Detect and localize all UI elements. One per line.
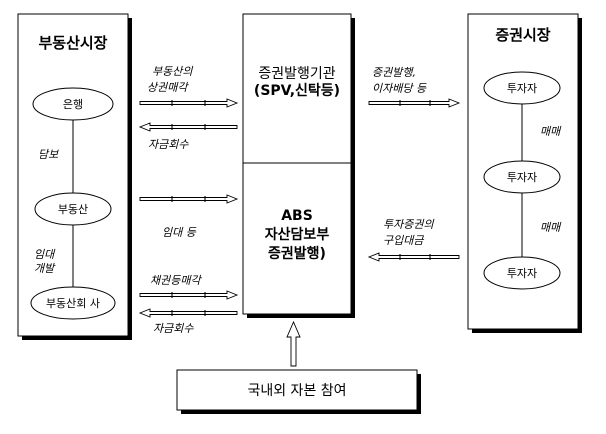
real-estate-market-title: 부동산시장 <box>38 34 107 52</box>
bank-node <box>32 87 114 121</box>
spv-panel: 증권발행기관 (SPV,신탁등) ABS 자산담보부 증권발행) <box>242 13 355 318</box>
capital-participation-box: 국내외 자본 참여 <box>176 369 421 414</box>
investor-label-3: 투자자 <box>507 267 537 280</box>
lease-dev-label-2: 개발 <box>34 262 56 275</box>
collateral-label: 담보 <box>38 148 59 161</box>
trade-label-1: 매매 <box>540 125 562 138</box>
investor-node-1 <box>483 71 561 105</box>
arrow-fund-recovery-2 <box>138 308 238 318</box>
spv-title-1: 증권발행기관 <box>258 66 335 82</box>
arrow-lease <box>139 194 239 204</box>
lease-dev-label-1: 임대 <box>34 248 56 261</box>
investor-node-2 <box>483 160 561 194</box>
investor-node-3 <box>483 256 561 290</box>
bank-label: 은행 <box>63 98 83 111</box>
developer-label: 부동산회 사 <box>46 297 100 310</box>
flow-label-property-sale-2: 상권매각 <box>147 81 189 94</box>
arrow-claim-sale <box>139 290 239 300</box>
flow-label-claim-sale: 채권등매각 <box>150 274 202 287</box>
abs-issuance: 증권발행) <box>268 245 326 262</box>
flow-label-purchase-1: 투자증권의 <box>383 218 434 231</box>
property-node <box>34 192 112 226</box>
arrow-capital-inflow <box>286 320 301 367</box>
arrow-purchase-payment <box>367 252 460 262</box>
abs-subtitle: 자산담보부 <box>265 226 330 243</box>
trade-label-2: 매매 <box>540 221 562 234</box>
securities-market-title: 증권시장 <box>495 26 550 44</box>
property-label: 부동산 <box>58 203 88 216</box>
real-estate-market-panel: 부동산시장 은행 부동산 부동산회 사 담보 임대 개발 <box>17 13 132 340</box>
abs-label: ABS <box>281 208 313 224</box>
spv-title-2: (SPV,신탁등) <box>254 82 340 99</box>
developer-node <box>30 286 116 320</box>
flow-label-issue-interest-2: 이자배당 등 <box>372 82 427 95</box>
investor-label-1: 투자자 <box>507 82 537 95</box>
flow-label-fund-recovery-1: 자금회수 <box>148 138 189 151</box>
securities-market-panel: 증권시장 투자자 투자자 투자자 매매 매매 <box>467 13 582 333</box>
arrow-issue-interest <box>368 98 461 108</box>
capital-participation-label: 국내외 자본 참여 <box>247 383 346 399</box>
flow-label-property-sale-1: 부동산의 <box>152 65 193 78</box>
investor-label-2: 투자자 <box>507 171 537 184</box>
flow-label-purchase-2: 구입대금 <box>383 234 424 247</box>
flow-label-fund-recovery-2: 자금회수 <box>153 322 194 335</box>
flow-label-lease: 임대 등 <box>162 226 197 239</box>
arrow-fund-recovery-1 <box>138 122 238 132</box>
flow-label-issue-interest-1: 증권발행, <box>372 66 416 79</box>
arrow-property-sale <box>139 98 239 108</box>
